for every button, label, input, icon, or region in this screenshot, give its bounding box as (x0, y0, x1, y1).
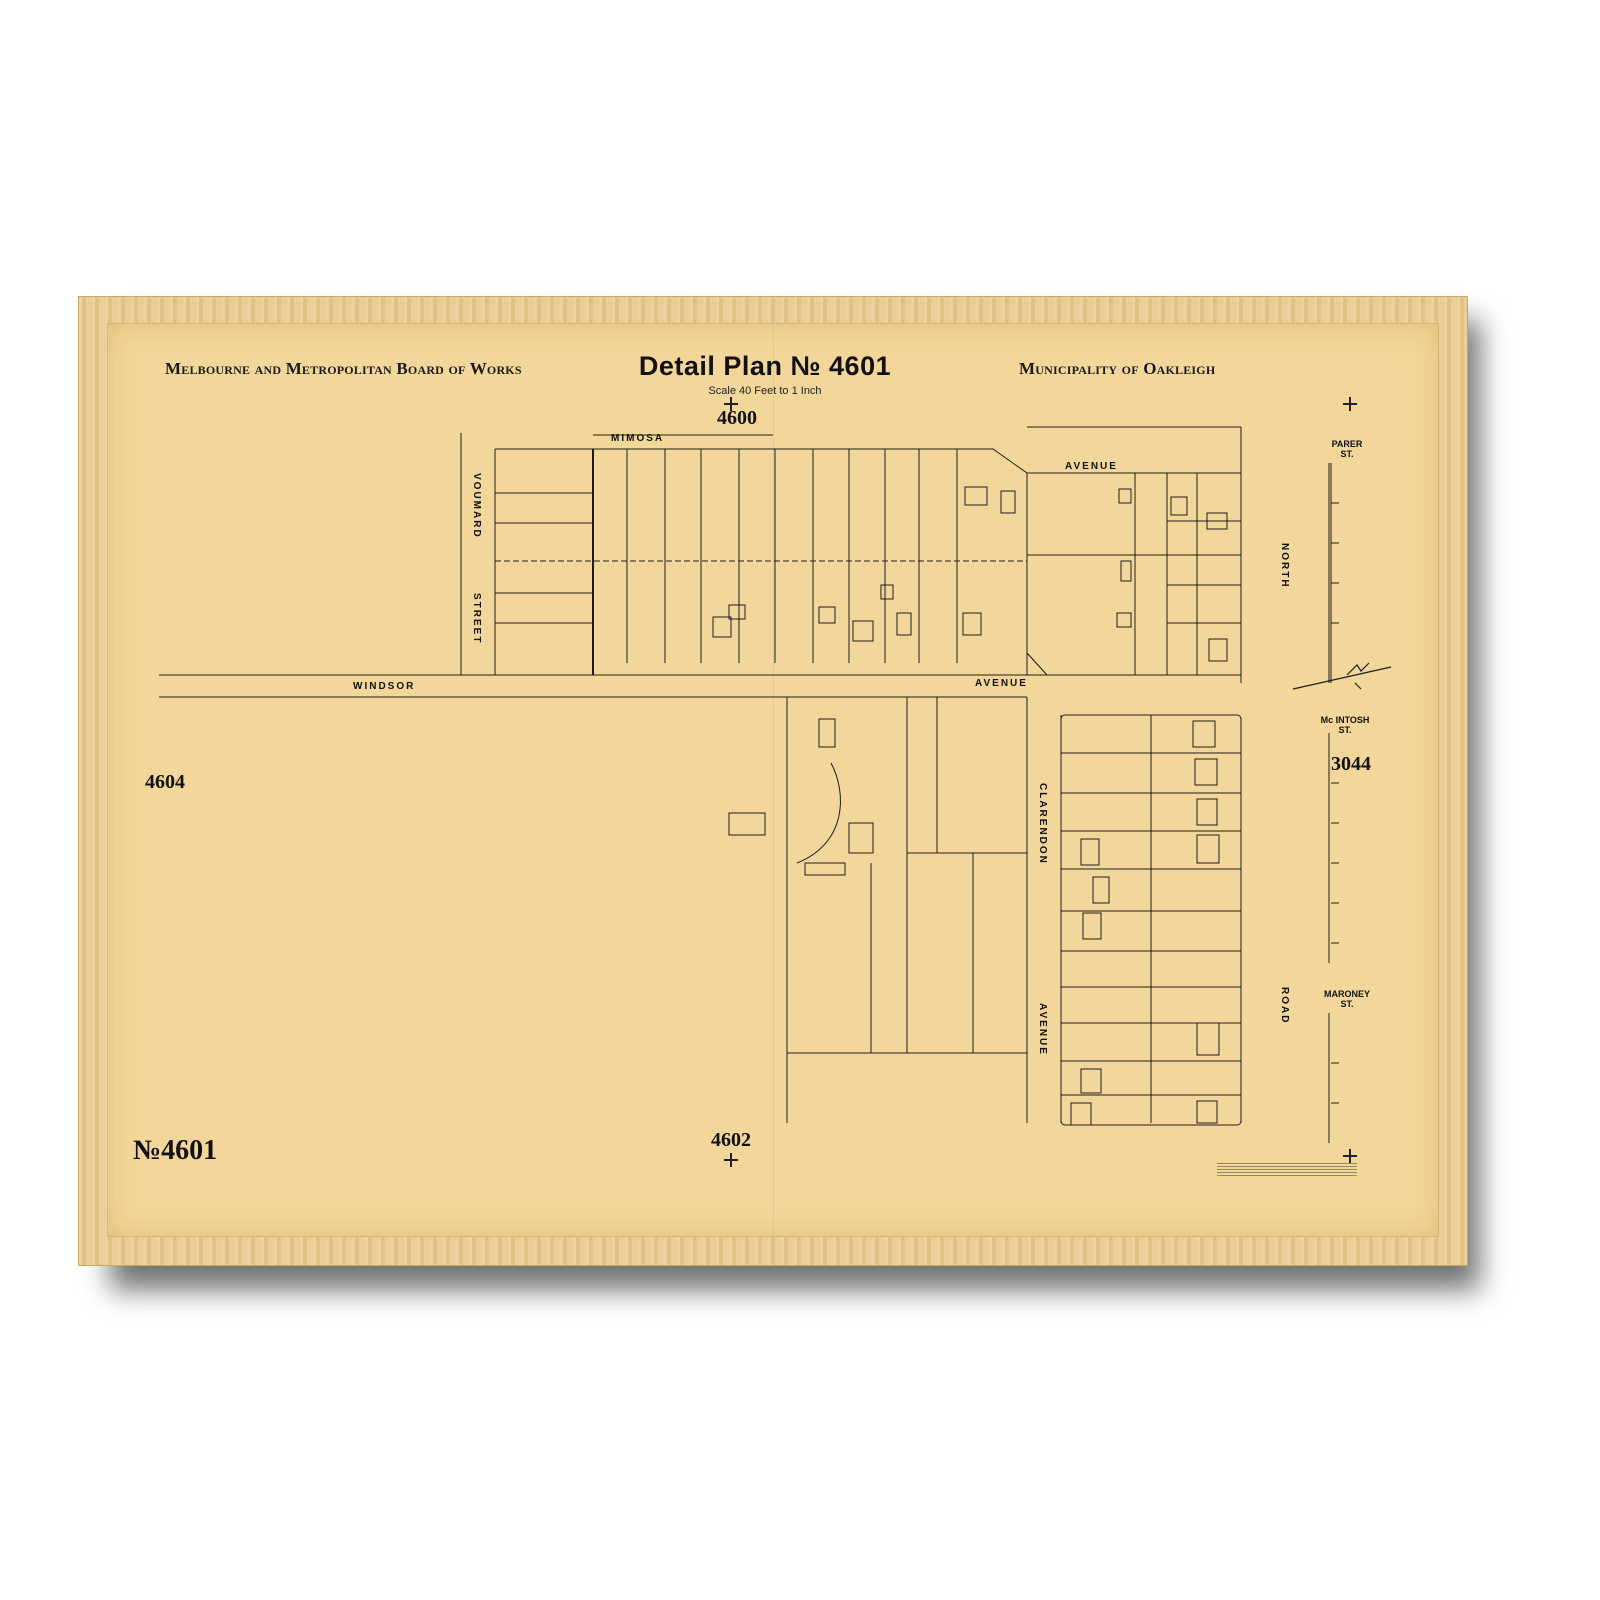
side-street-parer: PARER ST. (1331, 439, 1363, 459)
ne-block-outline (1026, 473, 1241, 676)
street-label-windsor-avenue: AVENUE (975, 678, 1028, 689)
street-label-north: NORTH (1279, 543, 1290, 589)
scale-note: Scale 40 Feet to 1 Inch (708, 385, 822, 397)
adjoining-plan-south: 4602 (711, 1129, 751, 1151)
municipality-heading: Municipality of Oakleigh (1019, 359, 1216, 378)
street-label-mimosa-avenue: AVENUE (1065, 461, 1118, 472)
adjoining-plan-east: 3044 (1331, 753, 1371, 775)
street-label-windsor: WINDSOR (353, 681, 416, 692)
street-plan (159, 426, 1392, 1143)
adjoining-plan-west: 4604 (145, 771, 185, 793)
register-mark-south (724, 1153, 738, 1167)
imprint-note (1217, 1163, 1357, 1177)
register-mark-north (724, 397, 738, 411)
board-heading: Melbourne and Metropolitan Board of Work… (165, 359, 522, 378)
picture-frame: Melbourne and Metropolitan Board of Work… (78, 296, 1468, 1266)
east-boundary-ticks (1331, 502, 1339, 1104)
north-arrow-icon (1292, 662, 1392, 690)
side-street-maroney: MARONEY ST. (1323, 989, 1370, 1009)
map-sheet: Melbourne and Metropolitan Board of Work… (107, 323, 1439, 1237)
street-label-road: ROAD (1279, 987, 1290, 1025)
south-block-lots (728, 697, 1027, 1054)
street-label-mimosa: MIMOSA (611, 433, 665, 444)
north-block-lots (495, 449, 958, 663)
adjoining-plan-north: 4600 (717, 407, 757, 429)
se-block-lots (1061, 752, 1241, 1096)
fold-line (773, 323, 775, 1237)
street-label-voumard-street: STREET (471, 593, 482, 645)
ne-block-buildings (1116, 488, 1228, 662)
plan-title: Detail Plan № 4601 (638, 351, 892, 381)
side-street-mcintosh: Mc INTOSH ST. (1320, 715, 1370, 735)
se-block-buildings (1070, 720, 1220, 1126)
register-mark-ne (1343, 397, 1357, 411)
street-label-voumard: VOUMARD (471, 473, 482, 539)
north-block-buildings (712, 486, 1016, 642)
street-label-clarendon: CLARENDON (1037, 783, 1048, 865)
ne-block-lots (1027, 473, 1241, 675)
plan-number-label: №4601 (133, 1135, 218, 1166)
north-block-outline (495, 448, 1048, 676)
street-label-clarendon-avenue: AVENUE (1037, 1003, 1048, 1056)
register-mark-se (1343, 1149, 1357, 1163)
